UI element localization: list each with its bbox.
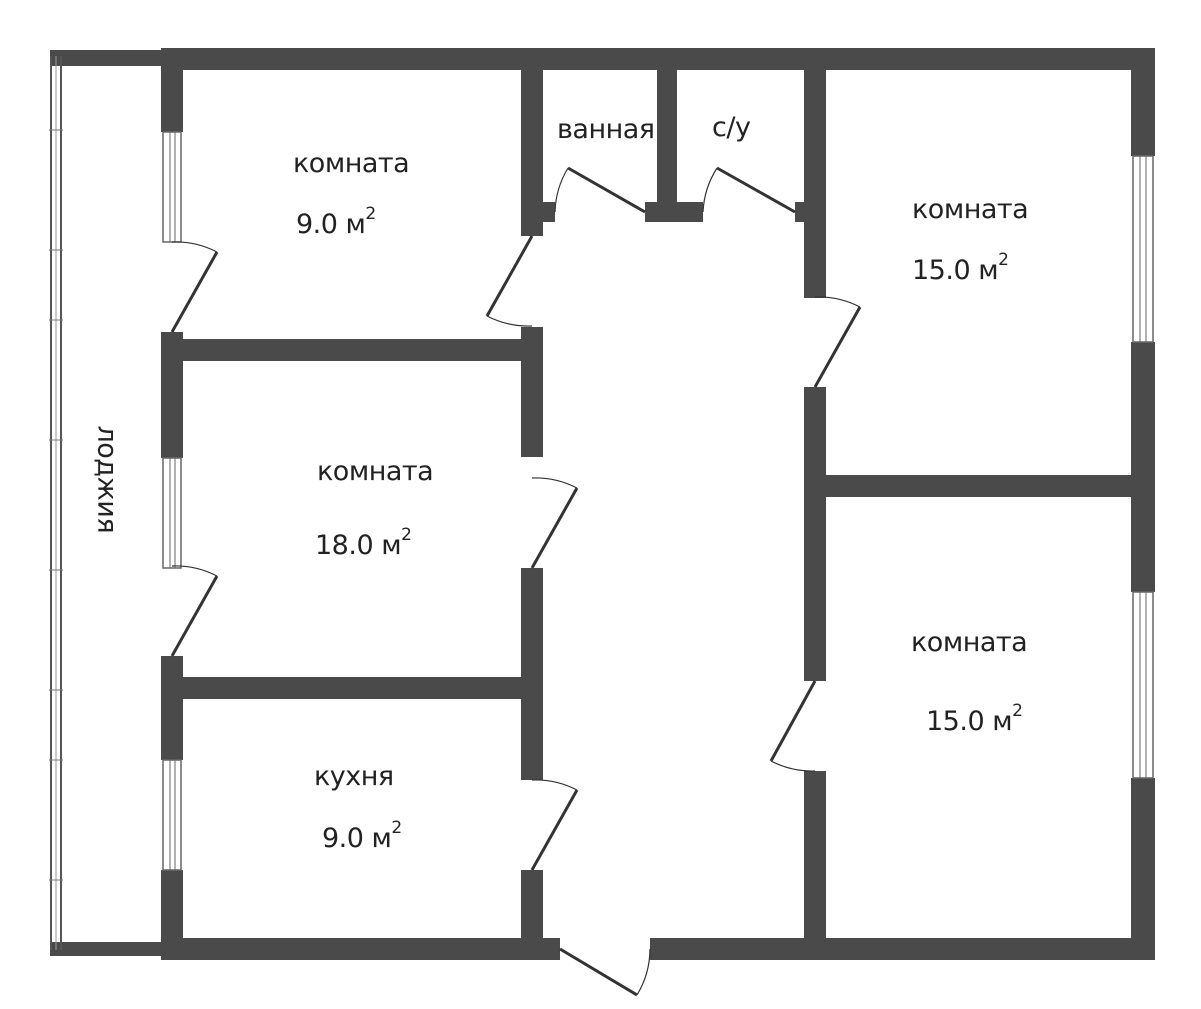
- loggia-glazing: [49, 56, 63, 950]
- wall-left-1: [161, 48, 183, 132]
- wall-right-1: [1131, 48, 1155, 156]
- wall-wc-right: [804, 48, 826, 298]
- kitchen-area: 9.0 м2: [322, 818, 402, 854]
- wall-kitchen-top: [170, 677, 543, 699]
- wall-bottom-left: [170, 938, 560, 960]
- wall-bath-nub: [543, 202, 555, 222]
- doors: [170, 166, 862, 997]
- wall-right-3: [1131, 778, 1155, 960]
- wall-corridor-right-2: [804, 771, 826, 960]
- window-room-ne: [1132, 155, 1154, 343]
- room-mid-area: 18.0 м2: [315, 525, 412, 561]
- wall-wc-nub: [795, 202, 807, 222]
- wall-east-divider: [820, 475, 1155, 497]
- wall-right-2: [1131, 342, 1155, 592]
- room-se-name: комната: [911, 627, 1028, 658]
- wall-bath-wc-base: [645, 202, 703, 222]
- window-room-nw: [162, 131, 182, 243]
- door-entrance: [559, 947, 651, 997]
- wall-room-mid-top: [170, 339, 543, 361]
- wall-loggia-bottom: [50, 942, 172, 956]
- wall-bottom-right: [650, 938, 1155, 960]
- room-mid-name: комната: [317, 456, 434, 487]
- bath-name: ванная: [557, 114, 655, 145]
- loggia-name: лоджия: [91, 425, 123, 534]
- window-room-se: [1132, 591, 1154, 779]
- room-ne-area: 15.0 м2: [912, 250, 1009, 286]
- door-loggia-room-mid: [170, 565, 219, 657]
- room-ne-name: комната: [912, 194, 1029, 225]
- wall-bath-left: [521, 48, 543, 236]
- door-wc: [702, 166, 796, 214]
- door-loggia-room-nw: [170, 241, 219, 333]
- window-room-mid: [162, 457, 182, 569]
- door-room-nw: [485, 235, 534, 327]
- room-nw-name: комната: [293, 148, 410, 179]
- windows: [162, 131, 1154, 871]
- wall-left-3: [161, 656, 183, 760]
- wall-corridor-right-1: [804, 387, 826, 681]
- wc-name: с/у: [712, 112, 751, 143]
- kitchen-name: кухня: [314, 761, 394, 792]
- wall-left-2: [161, 332, 183, 458]
- wall-bath-wc: [657, 48, 677, 222]
- wall-left-4: [161, 870, 183, 960]
- room-nw-area: 9.0 м2: [296, 204, 376, 240]
- window-kitchen: [162, 759, 182, 871]
- door-room-ne: [813, 296, 862, 388]
- door-kitchen: [530, 779, 579, 871]
- walls: [50, 48, 1155, 960]
- wall-loggia-top: [50, 50, 172, 66]
- door-bath: [554, 166, 646, 214]
- wall-corridor-left-2: [521, 568, 543, 780]
- door-room-se: [769, 680, 817, 772]
- wall-corridor-left-3: [521, 870, 543, 960]
- room-se-area: 15.0 м2: [926, 701, 1023, 737]
- door-room-mid: [530, 477, 579, 569]
